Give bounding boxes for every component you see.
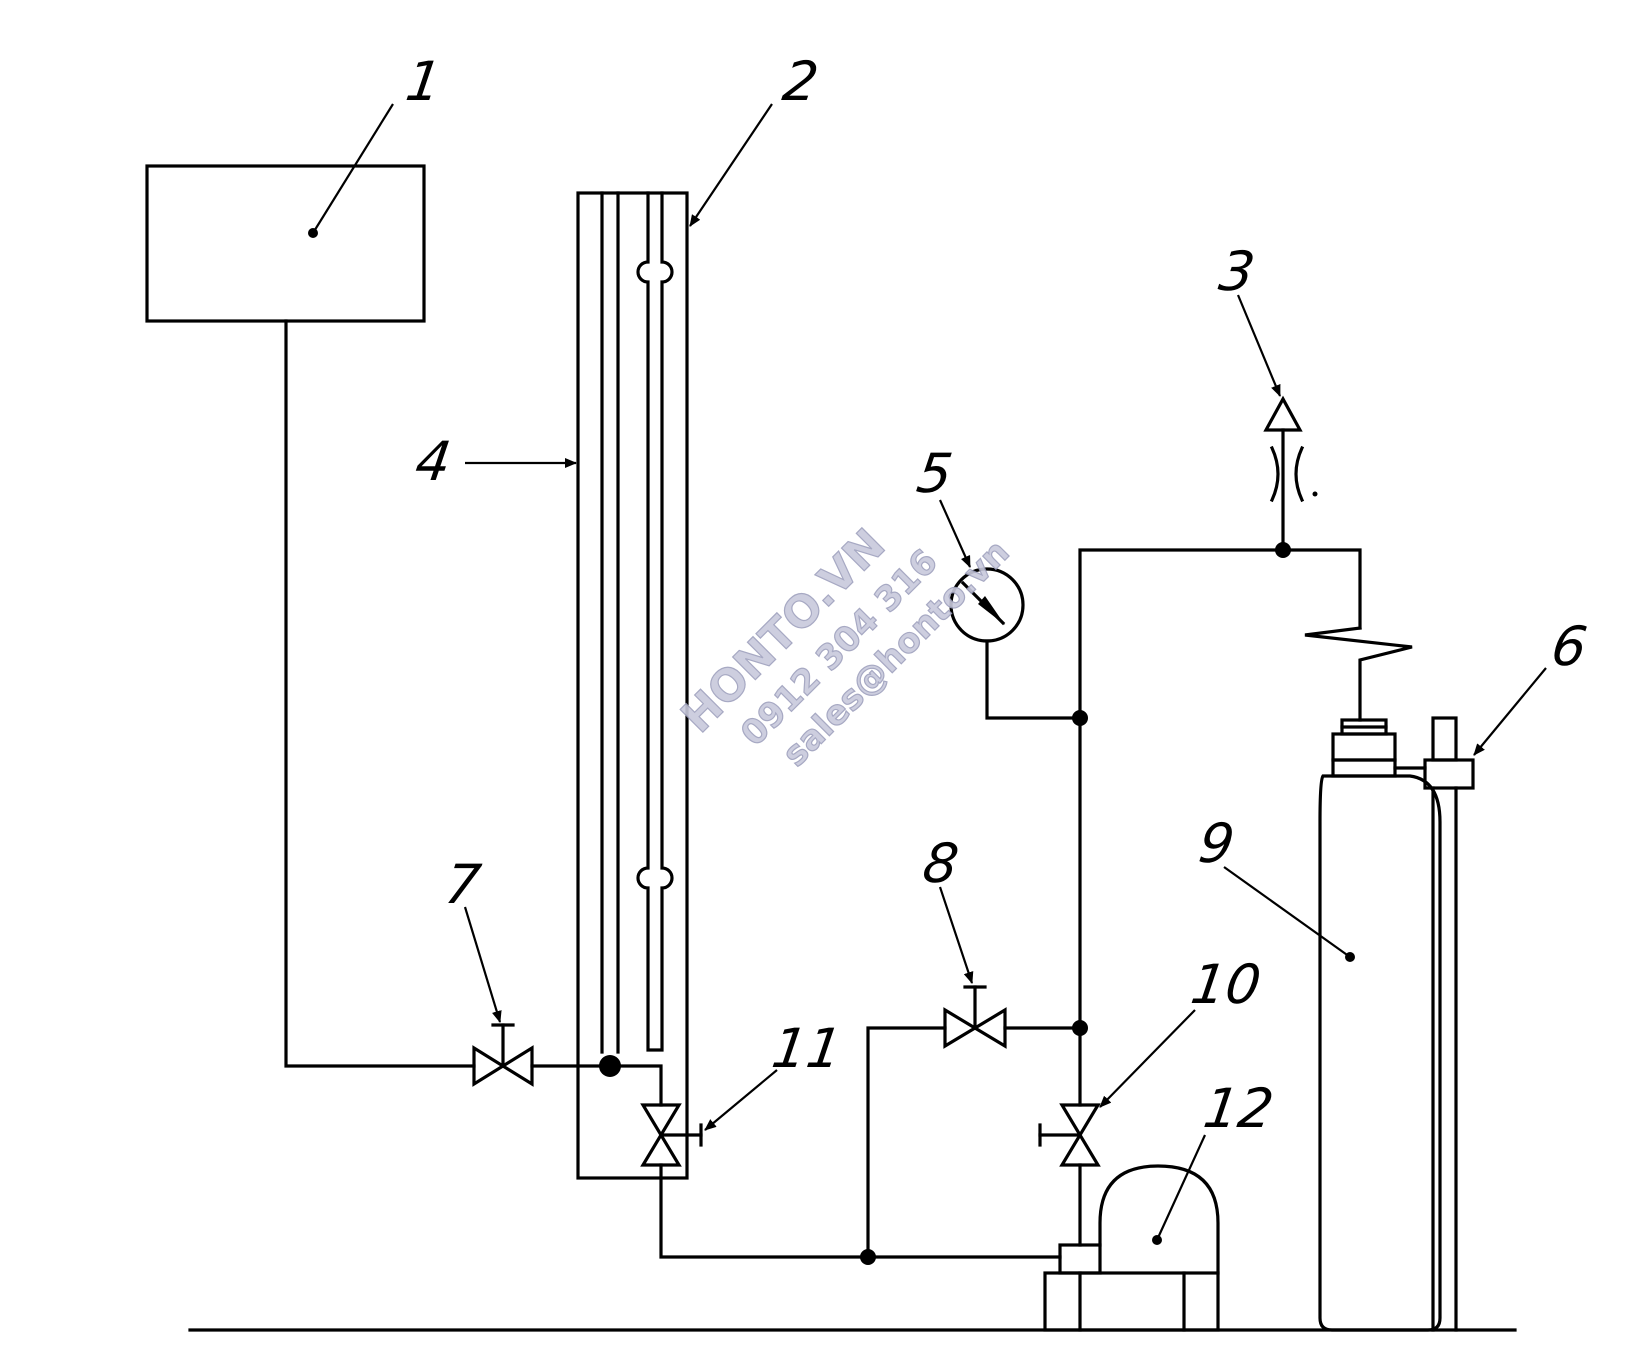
valve-8 <box>943 985 1007 1049</box>
label-12: 12 <box>1200 1077 1278 1140</box>
leader-7 <box>463 906 502 1023</box>
label-10: 10 <box>1187 953 1265 1016</box>
label-7: 7 <box>441 853 485 916</box>
flexible-hose <box>1304 626 1413 722</box>
label-11: 11 <box>768 1017 846 1080</box>
leader-8 <box>938 886 974 984</box>
label-4: 4 <box>412 430 455 493</box>
label-3: 3 <box>1215 240 1258 303</box>
label-5: 5 <box>913 442 956 505</box>
component-1-box <box>145 164 426 323</box>
leader-3 <box>1236 294 1282 397</box>
leader-2 <box>689 103 773 227</box>
leader-6 <box>1473 667 1547 756</box>
pump-12 <box>1043 1164 1220 1332</box>
pipe-gauge <box>985 639 1082 720</box>
vent-restrictor-left <box>1269 445 1280 503</box>
valve-10 <box>1038 1103 1101 1167</box>
pipe-valve-11-to-junction <box>659 1163 1062 1259</box>
label-8: 8 <box>919 832 962 895</box>
pressure-gauge-needle-tip <box>978 596 1005 625</box>
valve-11 <box>640 1103 703 1167</box>
pipe-box-to-valve-7 <box>284 319 476 1068</box>
leader-9 <box>1223 866 1351 958</box>
column-gauge-tube <box>636 191 674 1052</box>
clamp-stand-6 <box>1393 716 1475 1332</box>
main-vertical-pipe <box>1078 548 1362 1107</box>
bypass-pipe-left <box>866 1026 947 1259</box>
leader-12 <box>1155 1134 1207 1241</box>
vent-dot <box>1312 491 1318 497</box>
label-9: 9 <box>1195 812 1238 875</box>
leader-5 <box>938 499 972 568</box>
label-6: 6 <box>1548 615 1591 678</box>
column-outer <box>576 191 689 1180</box>
leader-10 <box>1099 1009 1196 1108</box>
label-1: 1 <box>402 50 445 113</box>
leader-11 <box>704 1069 778 1131</box>
valve-7 <box>472 1023 534 1087</box>
column-bottom-pipe <box>608 1064 663 1107</box>
leader-1 <box>312 103 394 234</box>
vent-restrictor-right <box>1294 445 1305 503</box>
label-2: 2 <box>779 50 822 113</box>
gas-cylinder-9 <box>1318 718 1442 1332</box>
vent-triangle <box>1263 395 1303 432</box>
